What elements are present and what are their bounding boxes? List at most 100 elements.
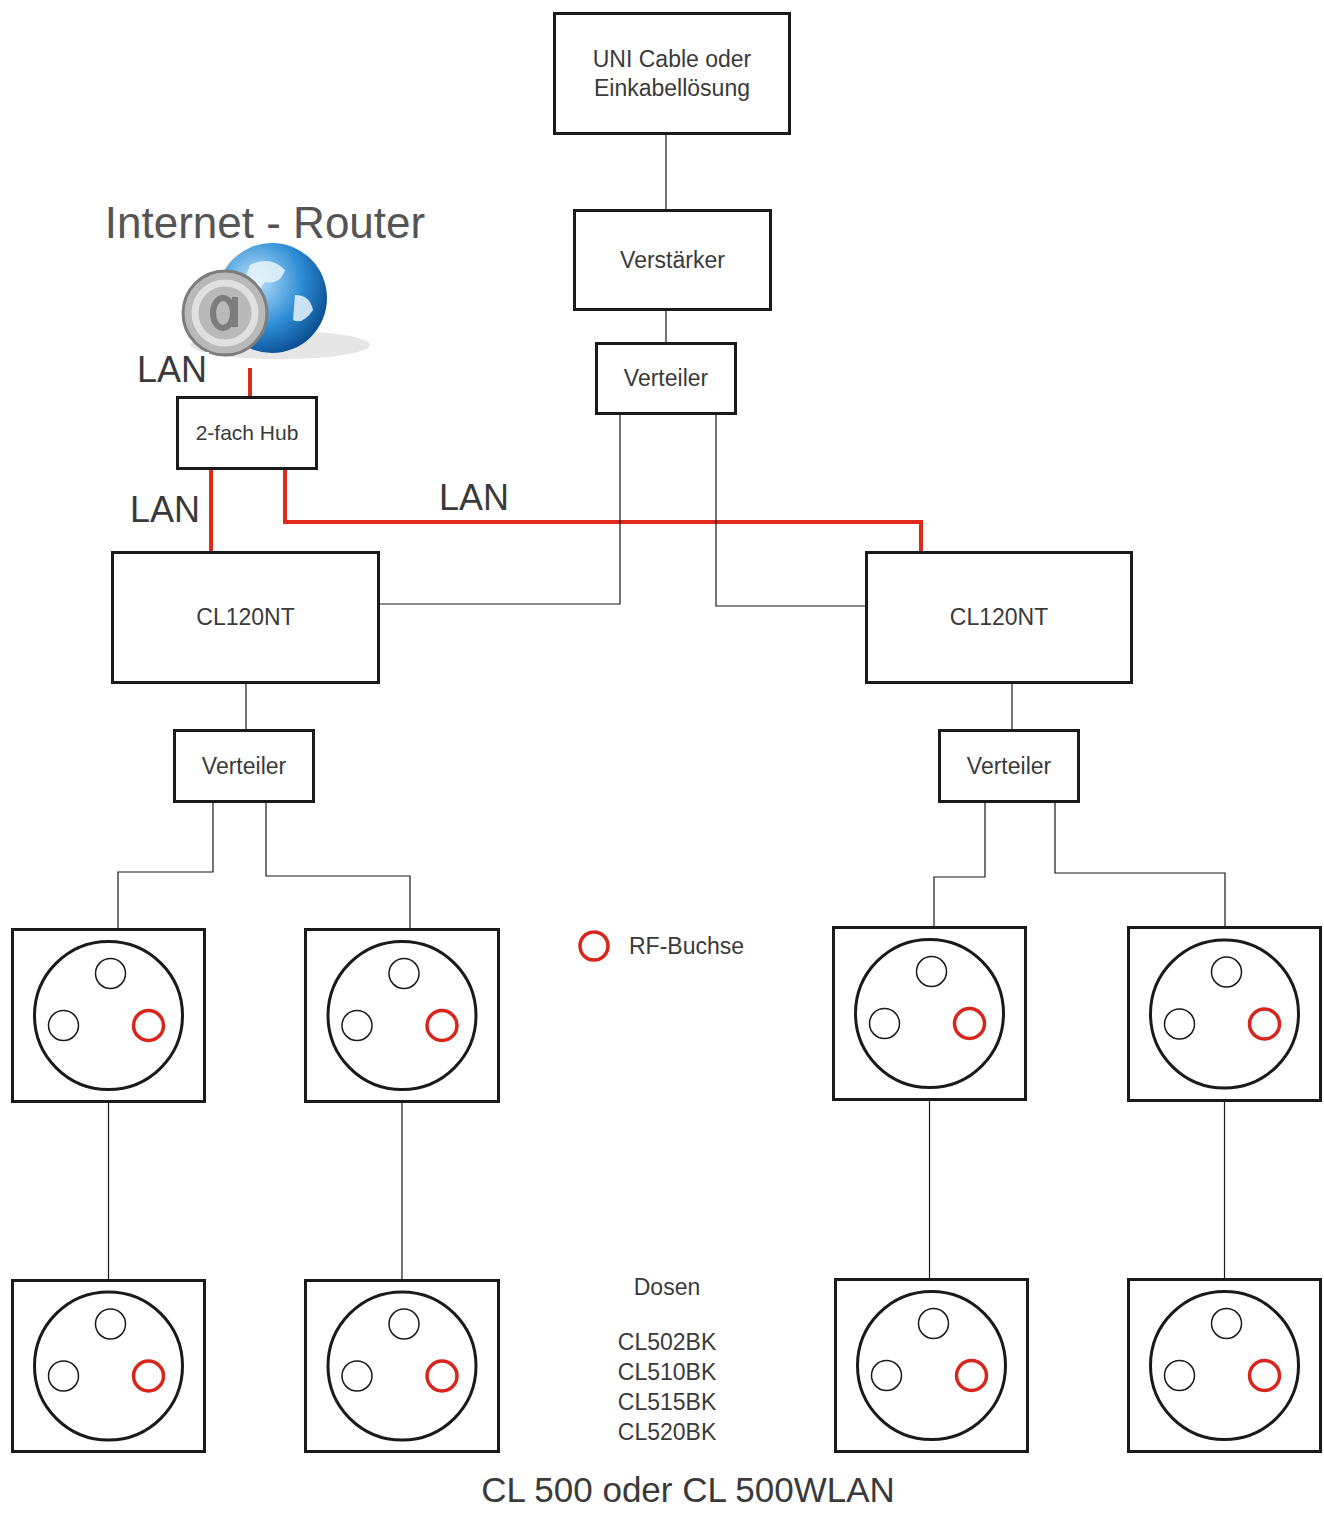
socket-ring [858,1292,1006,1440]
caption: CL 500 oder CL 500WLAN [481,1470,895,1510]
rf-socket [134,1361,164,1391]
rf-socket [957,1361,987,1391]
socket-symbol [307,1282,497,1450]
socket-ring [328,942,476,1090]
coax-cable [716,415,865,606]
at-sign [232,297,238,327]
legend-text: RF-Buchse [629,932,744,961]
part-number: CL515BK [618,1389,716,1416]
socket-outlet [11,1279,206,1453]
lan-cable [248,368,252,396]
socket-hole [49,1011,79,1041]
socket-ring [1151,1292,1299,1440]
socket-hole [1212,1309,1242,1339]
note-heading: Dosen [634,1274,700,1301]
socket-ring [1151,940,1299,1088]
coax-cable [1224,1102,1225,1278]
coax-cable [380,415,620,604]
process-box: Verstärker [573,209,772,311]
process-box: Verteiler [595,342,737,415]
at-sign [195,283,255,343]
socket-hole [1165,1361,1195,1391]
socket-hole [1165,1009,1195,1039]
process-box: 2-fach Hub [176,396,318,470]
socket-ring [328,1292,476,1440]
cable-label: LAN [135,352,209,388]
coax-cable [401,1103,402,1279]
socket-outlet [304,1279,500,1453]
rf-socket [134,1011,164,1041]
process-box: CL120NT [111,551,380,684]
coax-cable [1011,684,1012,729]
rf-socket [1250,1361,1280,1391]
socket-hole [919,1309,949,1339]
coax-cable [929,1101,930,1278]
socket-outlet [1127,926,1322,1102]
socket-hole [342,1361,372,1391]
socket-hole [917,957,947,987]
node-label: UNI Cable oder Einkabellösung [565,45,779,103]
socket-symbol [1130,1281,1319,1450]
node-label: CL120NT [950,603,1048,632]
rf-socket-sample [580,932,608,960]
part-number: CL520BK [618,1419,716,1446]
socket-symbol [307,931,497,1100]
socket-hole [1212,957,1242,987]
rf-socket [427,1011,457,1041]
socket-outlet [834,1278,1029,1453]
part-number: CL502BK [618,1329,716,1356]
cable-label: LAN [437,480,511,516]
socket-outlet [11,928,206,1103]
at-sign [183,271,267,355]
node-heading: Internet - Router [105,195,425,250]
node-label: CL120NT [196,603,294,632]
rf-socket [1250,1009,1280,1039]
socket-ring [35,942,183,1090]
rf-socket [955,1009,985,1039]
socket-hole [342,1011,372,1041]
socket-hole [389,1309,419,1339]
socket-outlet [1127,1278,1322,1453]
part-number: CL510BK [618,1359,716,1386]
process-box: UNI Cable oder Einkabellösung [553,12,791,135]
coax-cable [665,135,666,209]
socket-symbol [14,1282,203,1450]
at-sign [213,298,233,328]
socket-symbol [835,929,1024,1098]
node-label: 2-fach Hub [196,420,299,446]
node-label: Verteiler [624,364,708,393]
coax-cable [118,803,213,928]
lan-cable [285,470,921,551]
socket-outlet [832,926,1027,1101]
socket-symbol [837,1281,1026,1450]
node-label: Verstärker [620,246,725,275]
coax-cable [934,803,985,926]
socket-symbol [1130,929,1319,1099]
coax-cable [665,311,666,342]
router-icon: Internet - Router [80,195,450,368]
socket-hole [49,1361,79,1391]
socket-ring [35,1292,183,1440]
socket-hole [96,1309,126,1339]
coax-cable [245,684,246,729]
coax-cable [108,1103,109,1279]
process-box: Verteiler [173,729,315,803]
legend-entry: RF-Buchse [577,929,744,963]
socket-symbol [14,931,203,1100]
legend-swatch [577,929,613,963]
socket-hole [872,1361,902,1391]
socket-hole [389,959,419,989]
socket-outlet [304,928,500,1103]
process-box: Verteiler [938,729,1080,803]
node-label: Verteiler [967,752,1051,781]
node-label: Verteiler [202,752,286,781]
rf-socket [427,1361,457,1391]
socket-hole [870,1009,900,1039]
socket-hole [96,959,126,989]
coax-cable [1055,803,1225,926]
process-box: CL120NT [865,551,1133,684]
coax-cable [266,803,410,928]
cable-label: LAN [128,492,202,528]
socket-ring [856,940,1004,1088]
